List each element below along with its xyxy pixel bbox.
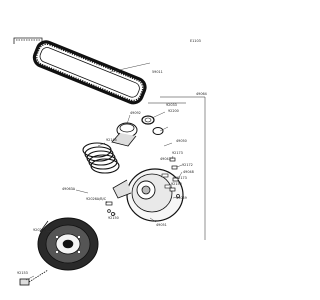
part-label: 49049 <box>176 196 187 200</box>
roller-pin-icon <box>105 201 115 216</box>
small-fastener-icon <box>169 157 180 198</box>
part-label: 92200 <box>168 109 179 113</box>
part-label: 92173 <box>176 176 187 180</box>
washer-icon <box>141 115 164 135</box>
part-label: 92153 <box>17 271 28 275</box>
assembly-bracket <box>148 96 206 240</box>
part-label: 92150 <box>108 216 119 220</box>
part-label: 49043 <box>160 157 171 161</box>
exploded-parts-diagram <box>13 37 206 286</box>
part-label: 92172 <box>182 163 193 167</box>
figure-code: E1103 <box>190 39 201 43</box>
part-label: 92173 <box>172 151 183 155</box>
drive-belt-icon <box>32 40 147 105</box>
movable-sheave-icon <box>112 168 184 222</box>
part-label: 92150 <box>171 182 182 186</box>
part-label: 92026A <box>33 228 47 232</box>
part-label: 49048 <box>183 170 194 174</box>
parts-diagram-page: E1103 59011 49064 92033 92200 49092 9214… <box>13 37 207 286</box>
part-label: 92033 <box>166 103 177 107</box>
part-label: 49051 <box>156 223 167 227</box>
fixed-sheave-icon <box>37 217 99 271</box>
mounting-bolt-icon <box>19 269 49 286</box>
coil-spring-icon <box>82 142 120 174</box>
part-label: 92145 <box>106 138 117 142</box>
spring-retainer-icon <box>111 122 138 147</box>
part-label: 49063A <box>62 187 76 191</box>
part-label: 49050 <box>176 139 187 143</box>
part-label: 92026A/B/C <box>86 197 107 201</box>
part-label: 49092 <box>130 111 141 115</box>
leader-lines <box>25 62 183 281</box>
part-label: 59011 <box>152 70 163 74</box>
corner-mark <box>13 37 43 44</box>
part-label: 49064 <box>196 92 207 96</box>
